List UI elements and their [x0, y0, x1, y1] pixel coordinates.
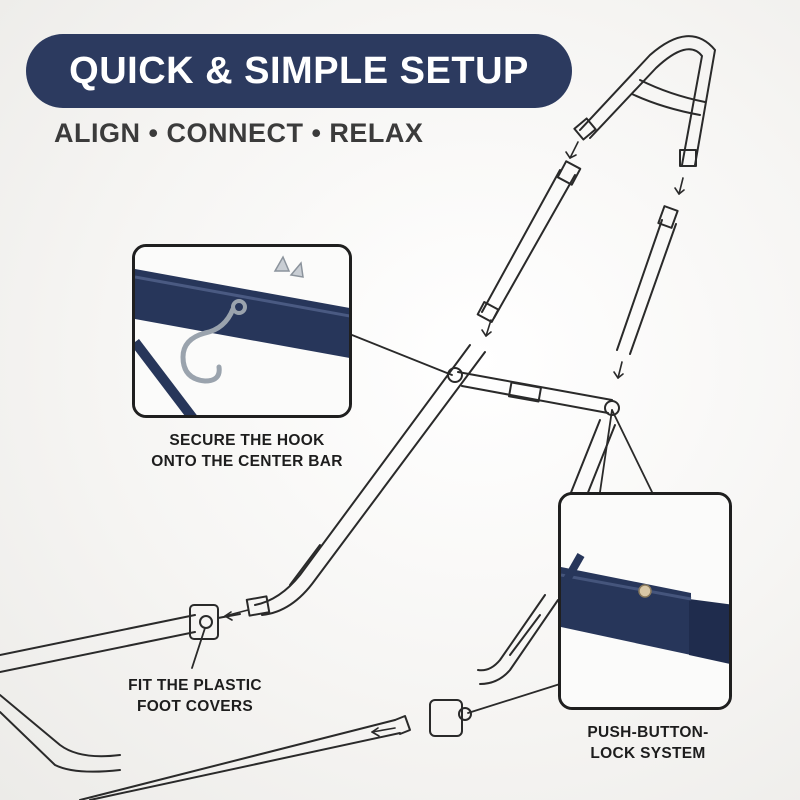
push-button-callout-caption: PUSH-BUTTON- LOCK SYSTEM — [548, 722, 748, 764]
top-arch-frame — [573, 35, 716, 167]
center-bar — [457, 371, 613, 414]
wing-nut-icon — [273, 255, 304, 278]
title-banner: QUICK & SIMPLE SETUP — [26, 34, 572, 108]
foot-caption-line-2: FOOT COVERS — [136, 698, 254, 715]
lock-caption-line-2: LOCK SYSTEM — [590, 745, 706, 762]
left-base-leg — [0, 604, 241, 773]
push-button-pin-icon — [638, 584, 652, 598]
hook-caption-line-2: ONTO THE CENTER BAR — [151, 453, 343, 470]
hook-callout-caption: SECURE THE HOOK ONTO THE CENTER BAR — [142, 430, 352, 472]
right-middle-pole — [616, 205, 679, 355]
lower-base-leg — [79, 699, 472, 800]
callout-leaders — [191, 334, 653, 714]
hook-detail-inset — [132, 244, 352, 418]
page-title: QUICK & SIMPLE SETUP — [69, 49, 529, 92]
lock-caption-line-1: PUSH-BUTTON- — [587, 724, 709, 741]
hook-icon — [180, 299, 247, 384]
inner-tube — [689, 599, 729, 664]
foot-caption-line-1: FIT THE PLASTIC — [128, 677, 262, 694]
left-main-upright — [245, 344, 486, 617]
hook-caption-line-1: SECURE THE HOOK — [169, 432, 325, 449]
arrow-down-icon — [224, 141, 685, 737]
left-middle-pole — [476, 160, 582, 323]
foot-cover-callout-caption: FIT THE PLASTIC FOOT COVERS — [100, 675, 290, 717]
push-button-detail-inset — [558, 492, 732, 710]
outer-tube — [561, 567, 691, 655]
page-subtitle: ALIGN • CONNECT • RELAX — [54, 118, 424, 148]
